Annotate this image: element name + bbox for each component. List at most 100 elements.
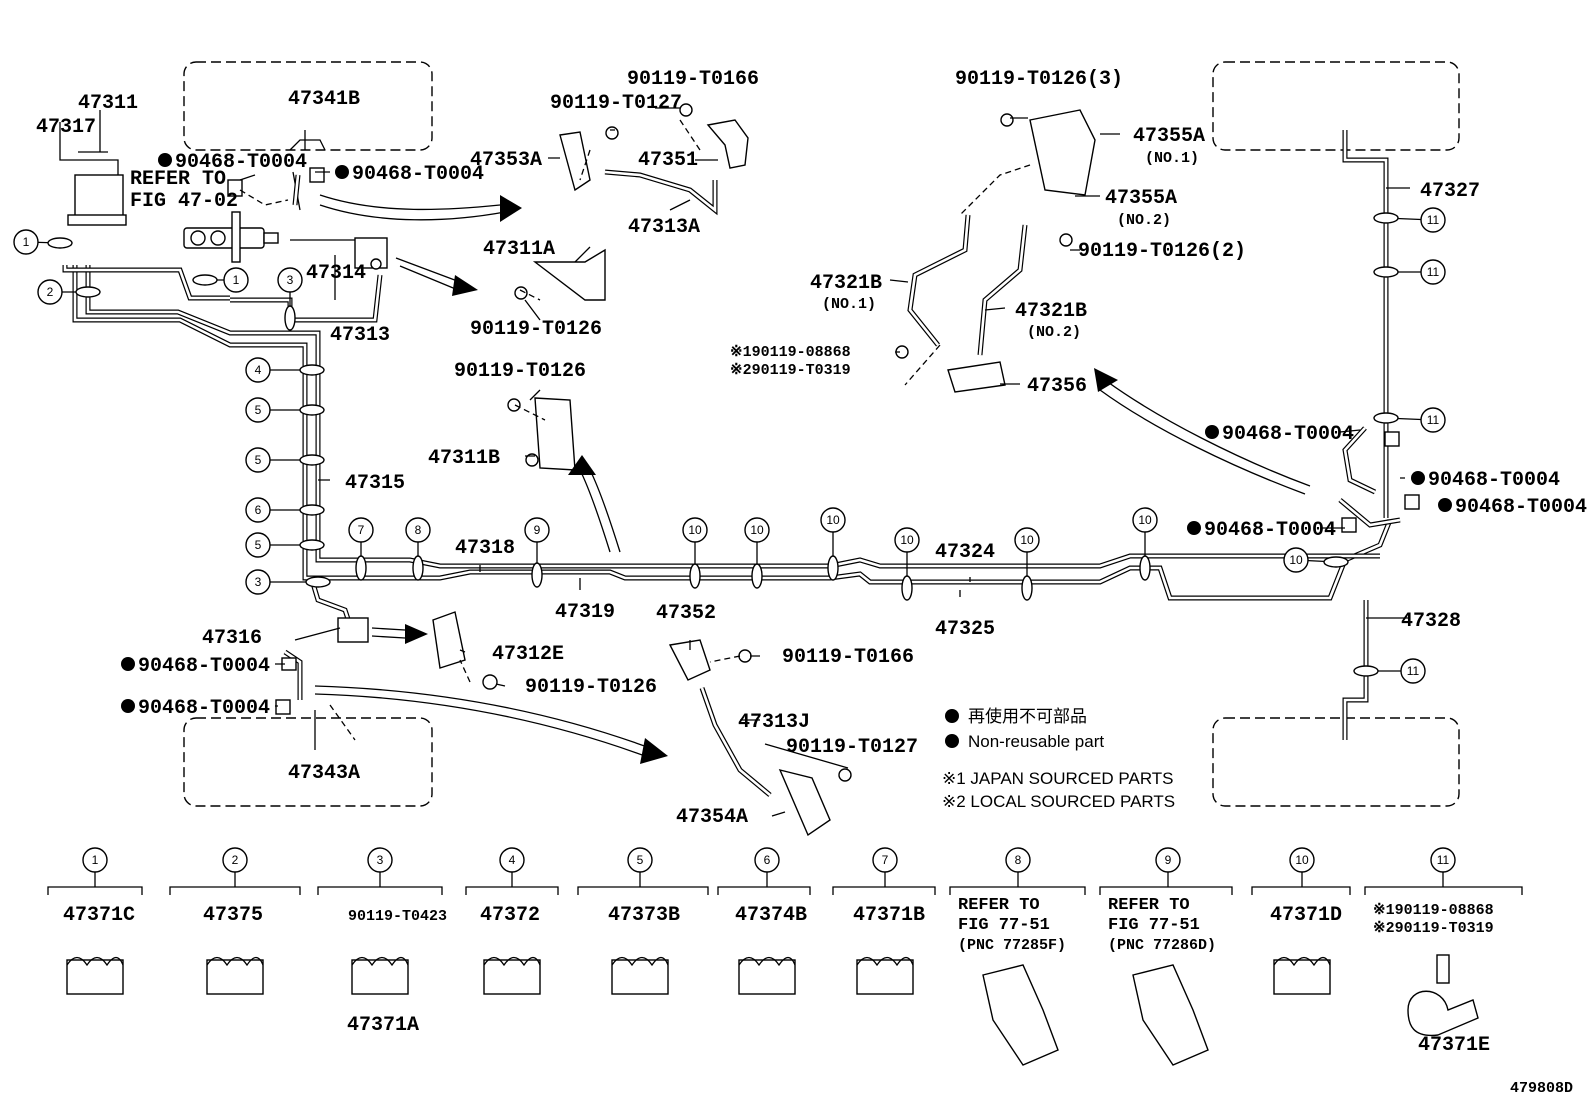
label-47313A: 47313A [628, 216, 700, 239]
label-90119-T0126-a: 90119-T0126 [470, 318, 602, 341]
clamp-number: 2 [47, 285, 54, 299]
clamp-number: 11 [1427, 213, 1440, 227]
legend-note2: ※2 LOCAL SOURCED PARTS [942, 792, 1175, 811]
clamp-number: 5 [255, 453, 262, 467]
clamp-marker: 7 [348, 517, 374, 581]
clamp-ring [1373, 212, 1399, 224]
clamp-number: 6 [255, 503, 262, 517]
clamp-number: 10 [900, 533, 914, 547]
clamp-ring [1323, 556, 1349, 568]
clamp-number-circle [245, 447, 271, 473]
clamp-number-circle [348, 517, 374, 543]
label-47316: 47316 [202, 627, 262, 650]
clamp-number-circle [820, 507, 846, 533]
nonreusable-dot [335, 165, 349, 179]
clamp-part-glyph [483, 959, 541, 995]
nonreusable-dot [1205, 425, 1219, 439]
label-47315: 47315 [345, 472, 405, 495]
clamp-part-glyph [738, 959, 796, 995]
outline-box-bottom-left [183, 717, 433, 807]
key-ref-line: FIG 77-51 [1108, 916, 1200, 935]
clamp-marker: 1 [13, 229, 73, 255]
label-47328: 47328 [1401, 610, 1461, 633]
key-top2: ※290119-T0319 [1373, 920, 1494, 937]
clamp-number: 11 [1427, 265, 1440, 279]
key-number: 3 [377, 853, 384, 867]
outline-box-top-left [183, 61, 433, 151]
clamp-marker: 10 [744, 517, 770, 589]
clamp-marker: 10 [820, 507, 846, 581]
label-47351: 47351 [638, 149, 698, 172]
key-number: 11 [1437, 853, 1450, 867]
bolt-glyph [1436, 954, 1450, 984]
clamp-marker: 6 [245, 497, 325, 523]
label-90468-c: 90468-T0004 [138, 655, 270, 678]
key-number: 7 [882, 853, 889, 867]
clamp-ring [355, 555, 367, 581]
clamp-ring [299, 364, 325, 376]
key-top: 47371D [1270, 904, 1342, 927]
clamp-marker: 5 [245, 397, 325, 423]
key-top1: ※190119-08868 [1373, 902, 1494, 919]
clamp-ring [901, 575, 913, 601]
key-ref-line: FIG 77-51 [958, 916, 1050, 935]
clamp-number: 3 [287, 273, 294, 287]
clamp-marker: 1 [192, 267, 249, 293]
label-90119-T0127-bot: 90119-T0127 [786, 736, 918, 759]
label-90119-T0166-top: 90119-T0166 [627, 68, 759, 91]
clamp-ring [299, 504, 325, 516]
key-ref-line: (PNC 77286D) [1108, 937, 1216, 954]
key-top: 47371B [853, 904, 925, 927]
key-top: 47373B [608, 904, 680, 927]
key-number: 10 [1295, 853, 1309, 867]
clamp-marker: 2 [37, 279, 101, 305]
clamp-part-glyph [206, 959, 264, 995]
connector-glyph [1132, 964, 1209, 1066]
label-90119-T0127-top: 90119-T0127 [550, 92, 682, 115]
label-47311: 47311 [78, 92, 138, 115]
dashed-leaders [239, 119, 741, 741]
clamp-marker: 9 [524, 517, 550, 588]
clamp-ring [299, 454, 325, 466]
label-leaders [59, 107, 1410, 817]
clamp-number-circle [405, 517, 431, 543]
clamp-ring [47, 237, 73, 249]
label-90119-T0126-3: 90119-T0126(3) [955, 68, 1123, 91]
clamp-number-circle [245, 497, 271, 523]
clamp-number-circle [524, 517, 550, 543]
label-47311A: 47311A [483, 238, 555, 261]
figure-id: 479808D [1510, 1080, 1573, 1097]
clamp-ring [299, 539, 325, 551]
clamp-ring [1139, 555, 1151, 581]
label-90119-T0166-mid: 90119-T0166 [782, 646, 914, 669]
label-47321B-2-sub: (NO.2) [1027, 324, 1081, 341]
clamp-marker: 3 [245, 569, 331, 595]
clamp-number: 1 [23, 235, 30, 249]
label-47312E: 47312E [492, 643, 564, 666]
outline-box-top-right [1212, 61, 1460, 151]
key-number: 8 [1015, 853, 1022, 867]
clamp-number: 5 [255, 403, 262, 417]
clamp-glyph [1407, 990, 1479, 1037]
nonreusable-dot [1187, 521, 1201, 535]
clamp-marker: 11 [1373, 207, 1446, 233]
label-47324: 47324 [935, 541, 995, 564]
clamp-marker: 10 [894, 527, 920, 601]
key-top: 47371C [63, 904, 135, 927]
clamp-ring [531, 562, 543, 588]
parts-glyphs [227, 103, 1420, 837]
label-47319: 47319 [555, 601, 615, 624]
clamp-number-circle [13, 229, 39, 255]
legend-note1: ※1 JAPAN SOURCED PARTS [942, 769, 1174, 788]
label-90468-r4: 90468-T0004 [1204, 519, 1336, 542]
clamp-number: 9 [534, 523, 541, 537]
label-47355A-2: 47355A [1105, 187, 1177, 210]
